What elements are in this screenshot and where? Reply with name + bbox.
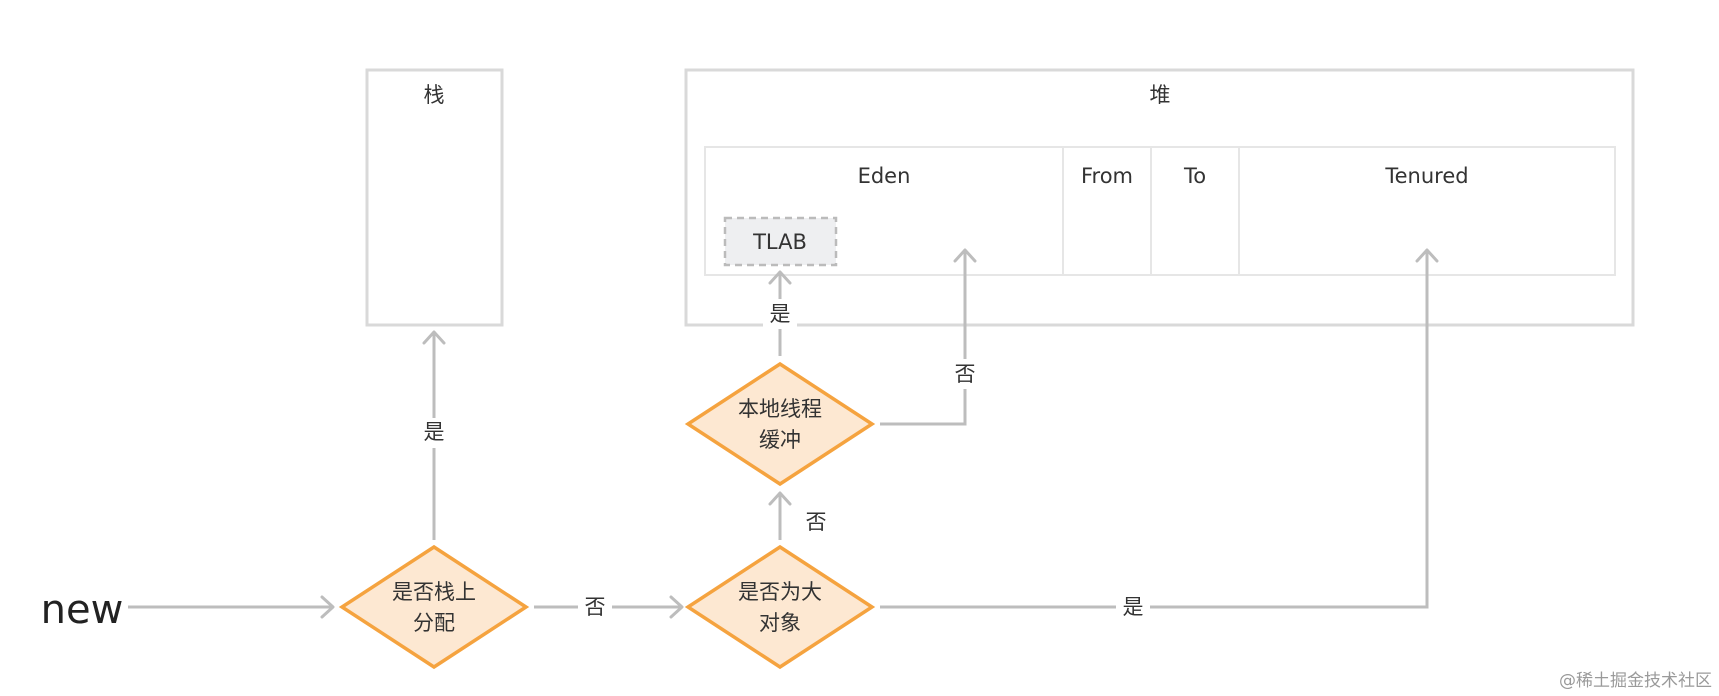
decision-tlab-line1: 本地线程	[738, 397, 822, 421]
arrowhead	[768, 491, 792, 506]
arrowhead	[1415, 248, 1439, 263]
stack-title: 栈	[424, 83, 445, 107]
decision-large-object-line1: 是否为大	[738, 580, 822, 604]
edge-large-yes	[880, 250, 1429, 609]
edge-tlab-no	[880, 250, 967, 426]
decision-stack-alloc-line2: 分配	[413, 611, 455, 635]
decision-tlab-line2: 缓冲	[759, 428, 801, 452]
heap-box	[684, 68, 1635, 327]
arrowhead	[953, 248, 977, 263]
edge-label-stack-no: 否	[585, 595, 606, 619]
decision-large-object-line2: 对象	[759, 611, 801, 635]
tlab-label: TLAB	[752, 230, 807, 254]
region-eden: Eden	[858, 164, 911, 188]
decision-large-object	[684, 544, 876, 670]
stack-box	[365, 68, 504, 327]
edge-label-large-yes: 是	[1123, 595, 1144, 619]
arrowhead	[768, 270, 792, 285]
decision-stack-alloc	[338, 544, 530, 670]
edge-label-tlab-yes: 是	[770, 302, 791, 326]
region-from: From	[1081, 164, 1133, 188]
decision-stack-alloc-line1: 是否栈上	[392, 580, 476, 604]
heap-regions-row	[704, 146, 1616, 276]
heap-title: 堆	[1150, 83, 1171, 107]
decision-tlab	[684, 361, 876, 487]
arrowhead	[422, 330, 446, 345]
watermark: @稀土掘金技术社区	[1559, 671, 1712, 691]
edge-label-stack-yes: 是	[424, 420, 445, 444]
region-to: To	[1183, 164, 1206, 188]
start-label: new	[41, 587, 124, 633]
region-tenured: Tenured	[1384, 164, 1468, 188]
arrowhead	[320, 595, 335, 619]
tlab-box	[723, 216, 838, 267]
edge-label-tlab-no: 否	[955, 362, 976, 386]
arrowhead	[669, 595, 684, 619]
edge-label-large-no: 否	[806, 510, 827, 534]
